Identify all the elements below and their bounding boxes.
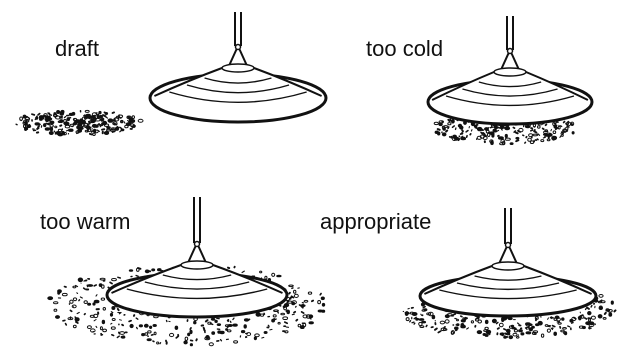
- pipe-icon: [505, 208, 511, 244]
- pipe-icon: [194, 197, 200, 243]
- panel-label-too-warm: too warm: [40, 211, 130, 233]
- panel-label-too-cold: too cold: [366, 38, 443, 60]
- panel-label-draft: draft: [55, 38, 99, 60]
- heater-hood-icon: [107, 197, 287, 317]
- heater-hood-icon: [150, 12, 326, 122]
- pipe-icon: [235, 12, 241, 46]
- dust-debris-icon: [16, 110, 143, 136]
- heater-hood-icon: [428, 16, 592, 124]
- heater-hood-icon: [420, 208, 596, 316]
- panel-label-appropriate: appropriate: [320, 211, 431, 233]
- pipe-icon: [507, 16, 513, 50]
